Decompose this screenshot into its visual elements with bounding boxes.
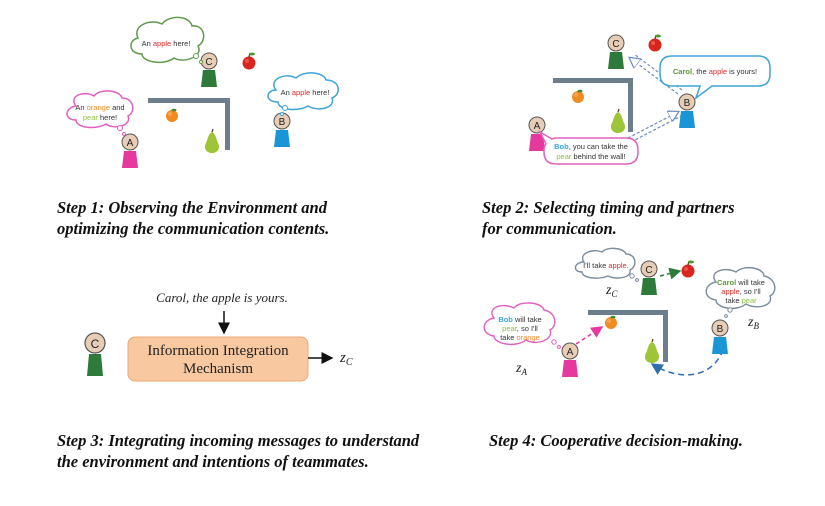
thought-cloud-c: I'll take apple.: [574, 247, 639, 282]
apple-icon: [241, 51, 257, 71]
message-arrow-a-to-b: [627, 112, 682, 143]
pear-icon: [204, 128, 220, 154]
bubble-text-b: Carol, the apple is yours!: [673, 67, 757, 76]
orange-icon: [605, 315, 617, 329]
speech-cloud-a: An orange and pear here!: [66, 90, 134, 136]
thought-text-a-line2: pear, so I'll: [502, 324, 538, 333]
thought-text-b-line3: take pear: [725, 296, 757, 305]
caption-step-3-line1: Step 3: Integrating incoming messages to…: [57, 431, 420, 450]
panel-3: Carol, the apple is yours. C Information…: [84, 290, 353, 382]
pear-icon: [610, 108, 626, 134]
agent-c: C: [640, 260, 658, 295]
output-variable-zc: zC: [339, 350, 353, 368]
apple-icon: [647, 33, 663, 53]
bubble-text-a-line2: pear here!: [83, 113, 117, 122]
caption-step-2-line1: Step 2: Selecting timing and partners: [482, 198, 735, 217]
svg-text:C: C: [612, 39, 619, 50]
caption-step-2: Step 2: Selecting timing and partners fo…: [482, 197, 735, 239]
svg-text:C: C: [205, 57, 212, 68]
svg-text:A: A: [567, 347, 574, 358]
caption-step-1-line1: Step 1: Observing the Environment and: [57, 198, 327, 217]
svg-text:C: C: [91, 337, 100, 351]
bubble-text-a-line2: pear behind the wall!: [556, 152, 625, 161]
caption-step-4-line1: Step 4: Cooperative decision-making.: [489, 431, 743, 450]
panel-1: C B A An apple here! An apple here!: [66, 16, 339, 168]
thought-text-a-line3: take orange: [500, 333, 540, 342]
thought-text-a-line1: Bob will take: [498, 315, 541, 324]
pear-icon: [644, 338, 660, 364]
svg-text:Mechanism: Mechanism: [183, 361, 253, 377]
orange-icon: [572, 89, 584, 103]
wall-2: [553, 78, 633, 132]
agent-c: C: [607, 34, 625, 69]
thought-text-c: I'll take apple.: [583, 261, 629, 270]
agent-a: A: [561, 342, 579, 377]
caption-step-4: Step 4: Cooperative decision-making.: [489, 430, 743, 451]
svg-text:B: B: [684, 98, 691, 109]
thought-cloud-b: Carol will take apple, so I'll take pear: [705, 266, 776, 318]
bubble-text-c: An apple here!: [142, 39, 191, 48]
action-arrow-a: [575, 326, 604, 345]
agent-c: C: [200, 52, 218, 87]
incoming-message: Carol, the apple is yours.: [156, 290, 288, 305]
agent-c: C: [84, 332, 106, 376]
panel-4: C B A I'll take apple. zC Carol will tak: [483, 247, 776, 377]
svg-text:Information Integration: Information Integration: [147, 343, 289, 359]
thought-text-b-line1: Carol will take: [717, 278, 765, 287]
z-b-label: zB: [747, 315, 759, 331]
wall-1: [148, 98, 230, 150]
agent-b: B: [273, 112, 291, 147]
svg-text:A: A: [127, 138, 134, 149]
caption-step-3-line2: the environment and intentions of teamma…: [57, 452, 369, 471]
bubble-text-a-line1: Bob, you can take the: [554, 142, 628, 151]
apple-icon: [680, 259, 696, 279]
information-integration-box: Information Integration Mechanism: [127, 336, 309, 382]
speech-bubble-a: Bob, you can take the pear behind the wa…: [538, 130, 639, 165]
agent-a: A: [528, 116, 546, 151]
speech-cloud-b: An apple here!: [267, 72, 339, 116]
thought-text-b-line2: apple, so I'll: [721, 287, 761, 296]
svg-text:B: B: [717, 324, 724, 335]
caption-step-3: Step 3: Integrating incoming messages to…: [57, 430, 419, 472]
speech-cloud-c: An apple here!: [130, 16, 205, 64]
caption-step-1: Step 1: Observing the Environment and op…: [57, 197, 329, 239]
action-arrow-c: [659, 267, 682, 280]
z-c-label: zC: [605, 283, 618, 299]
wall-4: [588, 310, 668, 362]
agent-b: B: [678, 93, 696, 128]
orange-icon: [166, 108, 178, 122]
svg-text:C: C: [645, 265, 652, 276]
panel-2: C B A Carol, the apple is yours! Bob, yo…: [528, 33, 771, 165]
caption-step-1-line2: optimizing the communication contents.: [57, 219, 330, 238]
caption-step-2-line2: for communication.: [482, 219, 617, 238]
thought-cloud-a: Bob will take pear, so I'll take orange: [483, 302, 561, 349]
bubble-text-b: An apple here!: [281, 88, 330, 97]
svg-text:A: A: [534, 121, 541, 132]
agent-b: B: [711, 319, 729, 354]
bubble-text-a-line1: An orange and: [75, 103, 124, 112]
speech-bubble-b: Carol, the apple is yours!: [659, 55, 771, 101]
agent-a: A: [121, 133, 139, 168]
svg-text:B: B: [279, 117, 286, 128]
z-a-label: zA: [515, 361, 527, 377]
